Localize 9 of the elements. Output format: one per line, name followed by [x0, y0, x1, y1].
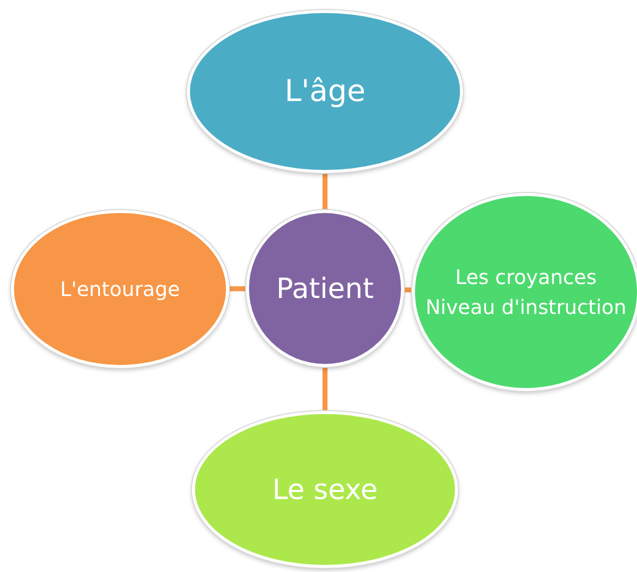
connector-line	[322, 367, 328, 411]
node-label: L'entourage	[60, 277, 180, 301]
node-label: Niveau d'instruction	[426, 295, 626, 319]
node-label: L'âge	[284, 74, 366, 110]
connector-line	[322, 173, 328, 210]
node-label: Le sexe	[272, 472, 378, 506]
node-label: Les croyances	[455, 265, 597, 289]
connector-line	[229, 286, 246, 292]
node-label: Patient	[276, 272, 374, 306]
